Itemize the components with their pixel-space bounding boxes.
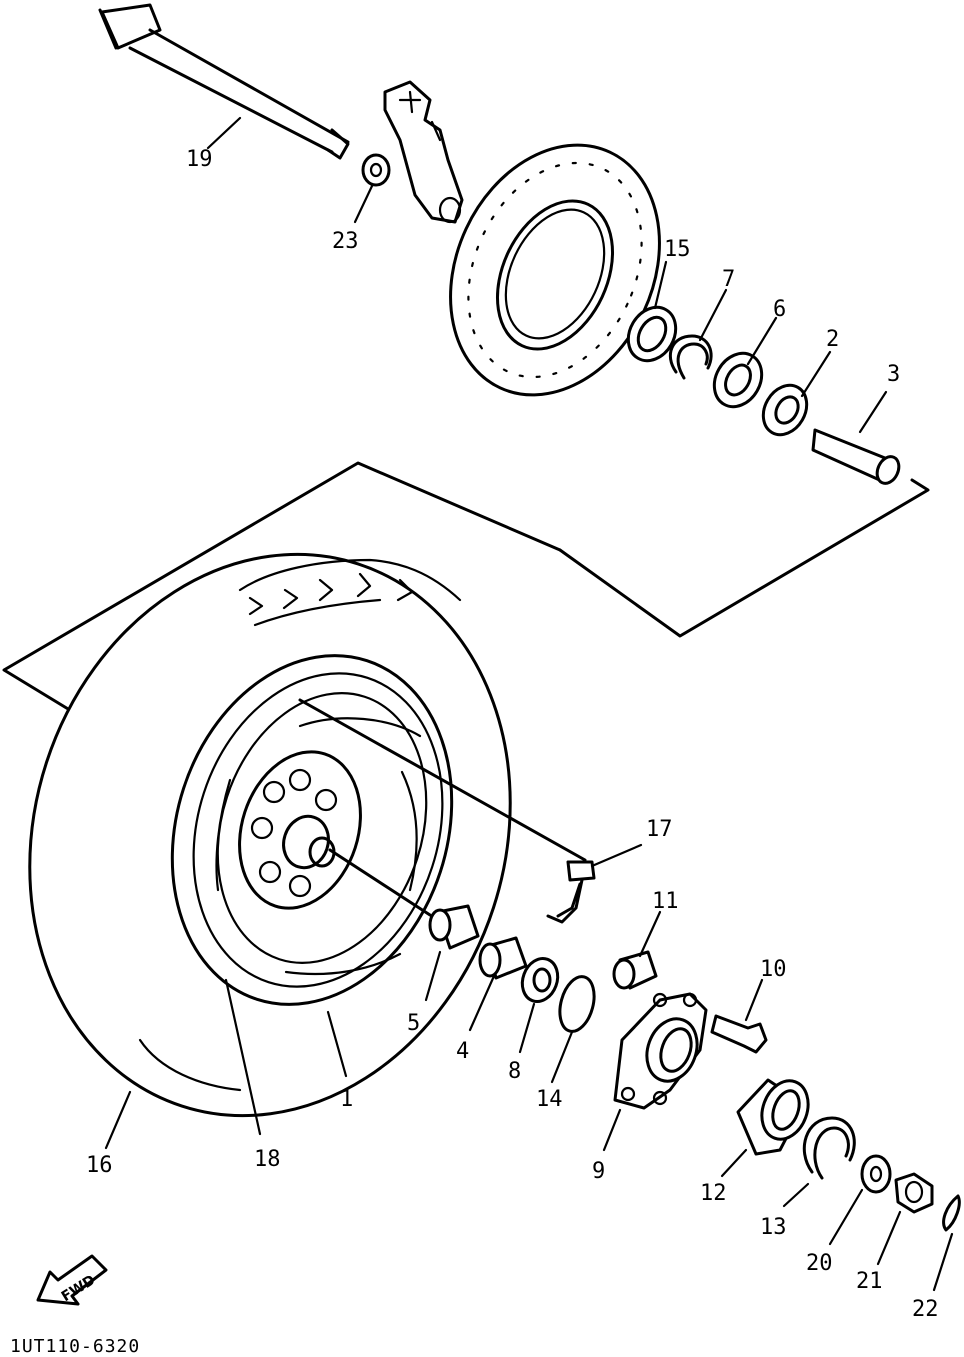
washer-part-20 [860, 1154, 892, 1194]
spacer-part [761, 383, 809, 437]
assembly-plane-outline [2, 461, 930, 717]
callout-6: 6 [773, 297, 786, 322]
callout-13: 13 [760, 1215, 787, 1240]
nut-part [894, 1172, 934, 1214]
washer-part [361, 153, 391, 187]
brake-shoe-part [383, 80, 464, 224]
callout-3: 3 [887, 362, 900, 387]
callout-7: 7 [722, 267, 735, 292]
axle-line [298, 698, 587, 862]
callout-9: 9 [592, 1159, 605, 1184]
callout-2: 2 [826, 327, 839, 352]
callout-18: 18 [254, 1147, 281, 1172]
o-ring-part [558, 975, 596, 1033]
spacer-part-5 [428, 904, 480, 950]
hub-line [328, 848, 432, 917]
bearing-part-8 [520, 957, 560, 1003]
callout-17: 17 [646, 817, 673, 842]
callout-5: 5 [407, 1011, 420, 1036]
circlip-part [669, 334, 713, 380]
callout-22: 22 [912, 1297, 939, 1322]
callout-14: 14 [536, 1087, 563, 1112]
callout-23: 23 [332, 229, 359, 254]
forward-direction-arrow: FWD [36, 1254, 108, 1306]
collar-part [811, 428, 901, 485]
wheel-assembly-part [28, 552, 512, 1118]
leader-lines [104, 116, 954, 1292]
figure-code: 1UT110-6320 [10, 1336, 140, 1357]
callout-12: 12 [700, 1181, 727, 1206]
axle-part [98, 3, 350, 160]
callout-16: 16 [86, 1153, 113, 1178]
callout-1: 1 [340, 1087, 353, 1112]
callout-21: 21 [856, 1269, 883, 1294]
callout-10: 10 [760, 957, 787, 982]
hub-bracket-part [613, 992, 708, 1110]
callout-19: 19 [186, 147, 213, 172]
collar-part-12 [736, 1078, 810, 1156]
circlip-part-13 [802, 1116, 856, 1180]
oil-seal-part [626, 305, 678, 363]
valve-part [546, 860, 596, 924]
bushing-part [612, 950, 658, 990]
brake-disc-part [449, 143, 661, 397]
callout-20: 20 [806, 1251, 833, 1276]
callout-11: 11 [652, 889, 679, 914]
callout-labels: 1 2 3 4 5 6 7 8 9 10 11 12 13 14 15 16 1… [86, 147, 939, 1322]
callout-15: 15 [664, 237, 691, 262]
bearing-part [712, 351, 764, 409]
callout-4: 4 [456, 1039, 469, 1064]
callout-8: 8 [508, 1059, 521, 1084]
bolt-part [710, 1014, 768, 1054]
spacer-part-4 [478, 936, 528, 980]
cotter-pin-part [942, 1194, 961, 1232]
